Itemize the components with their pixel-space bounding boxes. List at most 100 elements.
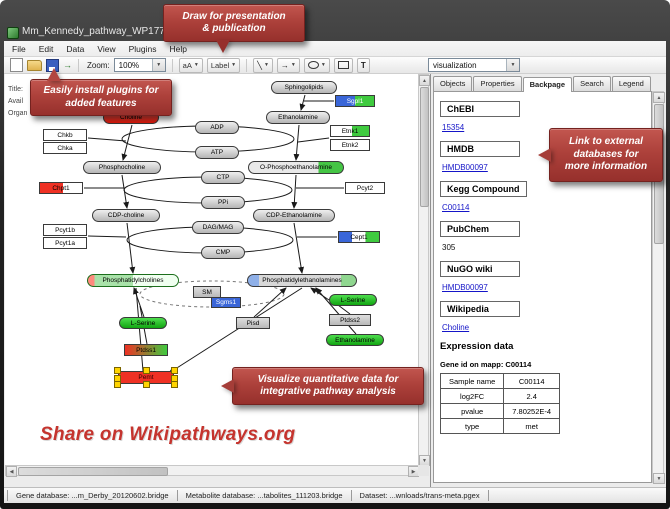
node-atp[interactable]: ATP bbox=[195, 146, 239, 159]
node-sgms1[interactable]: Sgms1 bbox=[211, 297, 241, 308]
node-ethanolamine[interactable]: Ethanolamine bbox=[266, 111, 330, 124]
status-segment: Dataset: ...wnloads/trans-meta.pgex bbox=[350, 490, 489, 501]
font-tool-button[interactable]: aA ▼ bbox=[178, 57, 203, 73]
visualization-dropdown-arrow[interactable]: ▼ bbox=[506, 59, 519, 71]
backpage-header-pubchem: PubChem bbox=[440, 221, 520, 237]
scroll-thumb[interactable] bbox=[18, 467, 168, 476]
selection-handle[interactable] bbox=[143, 367, 150, 374]
node-l-serine[interactable]: L-Serine bbox=[119, 317, 167, 329]
node-chka[interactable]: Chka bbox=[43, 142, 87, 154]
node-cdp-ethanolamine[interactable]: CDP-Ethanolamine bbox=[253, 209, 335, 222]
tab-objects[interactable]: Objects bbox=[433, 76, 473, 91]
backpage-link[interactable]: HMDB00097 bbox=[442, 283, 488, 292]
menu-help[interactable]: Help bbox=[169, 43, 187, 54]
node-pisd[interactable]: Pisd bbox=[236, 317, 270, 329]
scroll-up-icon[interactable]: ▲ bbox=[419, 75, 430, 86]
tab-properties[interactable]: Properties bbox=[473, 76, 522, 91]
menu-data[interactable]: Data bbox=[66, 43, 85, 54]
node-o-phosphoethanolamine[interactable]: O-Phosphoethanolamine bbox=[248, 161, 344, 174]
open-file-icon[interactable] bbox=[27, 59, 42, 71]
table-cell: met bbox=[503, 418, 561, 434]
rectangle-tool-button[interactable] bbox=[333, 57, 353, 73]
node-ptdss1[interactable]: Ptdss1 bbox=[124, 344, 168, 356]
menu-edit[interactable]: Edit bbox=[38, 43, 54, 54]
node-chpt1[interactable]: Chpt1 bbox=[39, 182, 83, 194]
zoom-dropdown-arrow[interactable]: ▼ bbox=[151, 59, 165, 71]
node-pcyt1a[interactable]: Pcyt1a bbox=[43, 237, 87, 249]
text-tool-button[interactable]: T bbox=[356, 57, 370, 73]
node-phosphatidylcholines[interactable]: Phosphatidylcholines bbox=[87, 274, 179, 287]
chevron-down-icon: ▼ bbox=[263, 62, 269, 68]
backpage-link[interactable]: C00114 bbox=[442, 203, 470, 212]
backpage-header-hmdb: HMDB bbox=[440, 141, 520, 157]
node-cdp-choline[interactable]: CDP-choline bbox=[92, 209, 160, 222]
node-cmp[interactable]: CMP bbox=[201, 246, 245, 259]
new-file-icon[interactable] bbox=[10, 58, 23, 72]
node-phosphatidylethanolamines[interactable]: Phosphatidylethanolamines bbox=[247, 274, 357, 287]
tab-legend[interactable]: Legend bbox=[611, 76, 651, 91]
node-cept1[interactable]: Cept1 bbox=[338, 231, 380, 243]
node-etnk1[interactable]: Etnk1 bbox=[330, 125, 370, 137]
node-dag-mag[interactable]: DAG/MAG bbox=[192, 221, 244, 234]
node-phosphocholine[interactable]: Phosphocholine bbox=[83, 161, 161, 174]
node-sphingolipids[interactable]: Sphingolipids bbox=[271, 81, 337, 94]
canvas-horizontal-scrollbar[interactable]: ◀ ▶ bbox=[5, 465, 419, 477]
menu-view[interactable]: View bbox=[97, 43, 116, 54]
line-icon: ╲ bbox=[257, 60, 262, 70]
backpage-link[interactable]: 15354 bbox=[442, 123, 465, 132]
scroll-left-icon[interactable]: ◀ bbox=[6, 466, 17, 477]
font-tool-label: aA bbox=[182, 60, 192, 70]
node-pcyt1b[interactable]: Pcyt1b bbox=[43, 224, 87, 236]
node-sm[interactable]: SM bbox=[193, 286, 221, 298]
backpage-header-nugo-wiki: NuGO wiki bbox=[440, 261, 520, 277]
callout-tail bbox=[221, 379, 234, 393]
visualization-combobox[interactable]: visualization ▼ bbox=[428, 58, 520, 72]
node-adp[interactable]: ADP bbox=[195, 121, 239, 134]
scroll-down-icon[interactable]: ▼ bbox=[653, 473, 665, 484]
zoom-label: Zoom: bbox=[87, 60, 110, 70]
selection-handle[interactable] bbox=[171, 381, 178, 388]
canvas-vertical-scrollbar[interactable]: ▲ ▼ bbox=[418, 74, 430, 466]
node-ppi[interactable]: PPi bbox=[201, 196, 245, 209]
node-ctp[interactable]: CTP bbox=[201, 171, 245, 184]
selection-handle[interactable] bbox=[114, 381, 121, 388]
chevron-down-icon: ▼ bbox=[193, 62, 199, 68]
node-ptdss2[interactable]: Ptdss2 bbox=[329, 314, 371, 326]
zoom-value: 100% bbox=[118, 60, 140, 70]
selection-handle[interactable] bbox=[171, 367, 178, 374]
table-cell: pvalue bbox=[439, 403, 505, 419]
arrow-tool-button[interactable]: → ▼ bbox=[276, 57, 300, 73]
backpage-header-chebi: ChEBI bbox=[440, 101, 520, 117]
window-title: Mm_Kennedy_pathway_WP1771_45176.gpml bbox=[22, 26, 229, 37]
zoom-combobox[interactable]: 100% ▼ bbox=[113, 58, 166, 72]
line-tool-button[interactable]: ╲ ▼ bbox=[253, 57, 273, 73]
menu-plugins[interactable]: Plugins bbox=[128, 43, 157, 54]
datanode-label-button[interactable]: Label ▼ bbox=[206, 57, 241, 73]
scroll-thumb[interactable] bbox=[420, 87, 429, 207]
node-sgpl1[interactable]: Sgpl1 bbox=[335, 95, 375, 107]
tab-search[interactable]: Search bbox=[573, 76, 611, 91]
backpage-link[interactable]: HMDB00097 bbox=[442, 163, 488, 172]
canvas-info-label: Organ bbox=[8, 110, 28, 117]
export-icon[interactable]: → bbox=[63, 59, 72, 70]
node-chkb[interactable]: Chkb bbox=[43, 129, 87, 141]
selection-handle[interactable] bbox=[143, 381, 150, 388]
toolbar-separator bbox=[171, 58, 173, 72]
scroll-up-icon[interactable]: ▲ bbox=[653, 92, 665, 103]
menu-file[interactable]: File bbox=[12, 43, 26, 54]
tab-backpage[interactable]: Backpage bbox=[522, 77, 573, 92]
backpage-link[interactable]: Choline bbox=[442, 323, 470, 332]
node-ethanolamine[interactable]: Ethanolamine bbox=[326, 334, 384, 346]
node-pcyt2[interactable]: Pcyt2 bbox=[345, 182, 385, 194]
node-l-serine[interactable]: L-Serine bbox=[329, 294, 377, 306]
selection-handle[interactable] bbox=[114, 367, 121, 374]
node-etnk2[interactable]: Etnk2 bbox=[330, 139, 370, 151]
callout-tail bbox=[216, 40, 230, 53]
title-bar[interactable]: Mm_Kennedy_pathway_WP1771_45176.gpml bbox=[0, 0, 670, 41]
ellipse-tool-button[interactable]: ▼ bbox=[303, 57, 330, 73]
